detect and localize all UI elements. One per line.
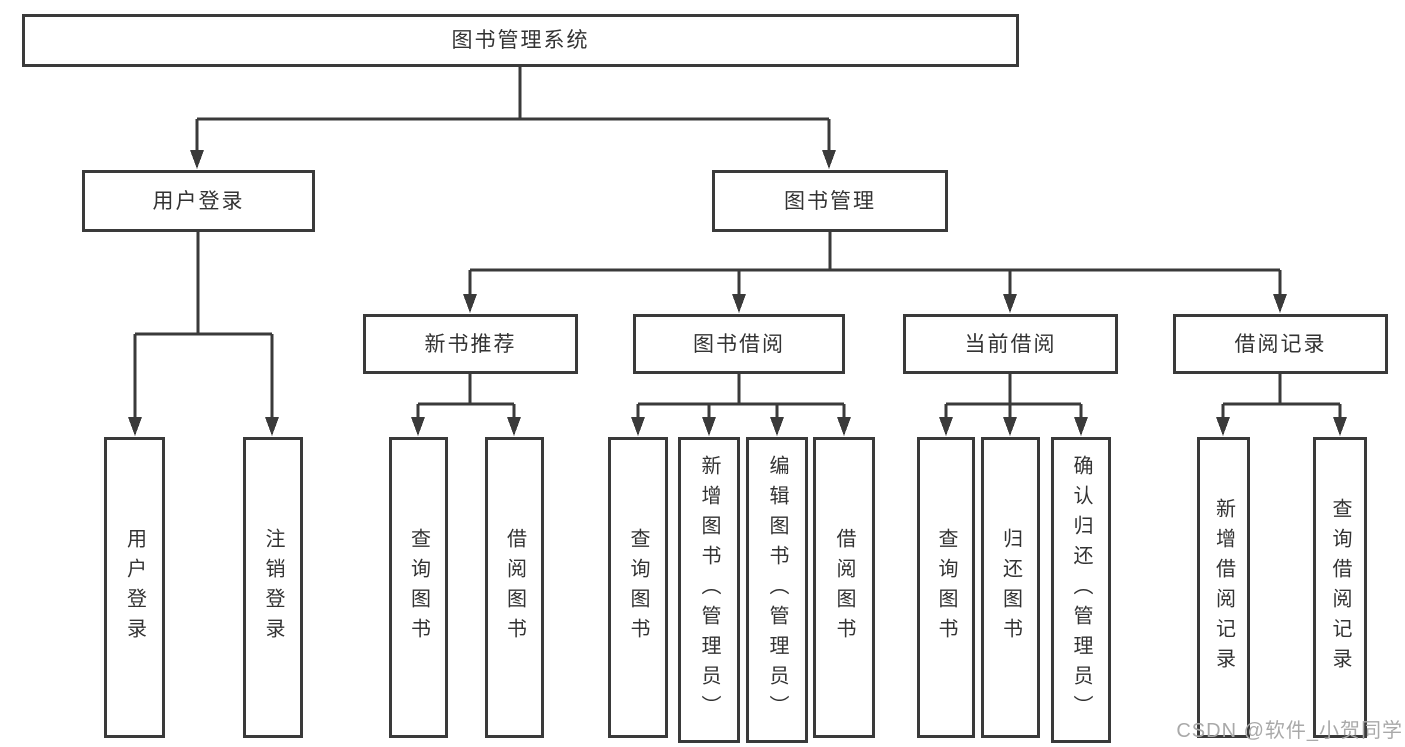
leaf-add-books-admin: 新增图书（管理员） — [678, 437, 740, 743]
node-book-borrowing: 图书借阅 — [633, 314, 845, 374]
leaf-add-borrow-record: 新增借阅记录 — [1197, 437, 1250, 738]
connector-root-to-level2 — [190, 67, 836, 169]
leaf-confirm-return-admin: 确认归还（管理员） — [1051, 437, 1111, 743]
csdn-watermark: CSDN @软件_小贺同学 — [1176, 720, 1403, 742]
leaf-logout: 注销登录 — [243, 437, 303, 738]
connector-user-login-children — [128, 232, 279, 436]
leaf-query-books-current: 查询图书 — [917, 437, 975, 738]
leaf-query-borrow-record: 查询借阅记录 — [1313, 437, 1367, 738]
connector-new-book-rec-children — [411, 374, 521, 436]
leaf-user-login: 用户登录 — [104, 437, 165, 738]
connector-book-mgmt-children — [463, 232, 1287, 313]
leaf-query-books-borrow: 查询图书 — [608, 437, 668, 738]
leaf-return-books: 归还图书 — [981, 437, 1040, 738]
node-root: 图书管理系统 — [22, 14, 1019, 67]
node-user-login: 用户登录 — [82, 170, 315, 232]
leaf-borrow-books-borrow: 借阅图书 — [813, 437, 875, 738]
connector-book-borrow-children — [631, 374, 851, 436]
node-borrowing-records: 借阅记录 — [1173, 314, 1388, 374]
node-current-borrowing: 当前借阅 — [903, 314, 1118, 374]
connector-borrow-record-children — [1216, 374, 1347, 436]
connector-current-borrow-children — [939, 374, 1088, 436]
leaf-edit-books-admin: 编辑图书（管理员） — [746, 437, 808, 743]
leaf-query-books-rec: 查询图书 — [389, 437, 448, 738]
node-new-book-recommendation: 新书推荐 — [363, 314, 578, 374]
node-book-management: 图书管理 — [712, 170, 948, 232]
leaf-borrow-books-rec: 借阅图书 — [485, 437, 544, 738]
